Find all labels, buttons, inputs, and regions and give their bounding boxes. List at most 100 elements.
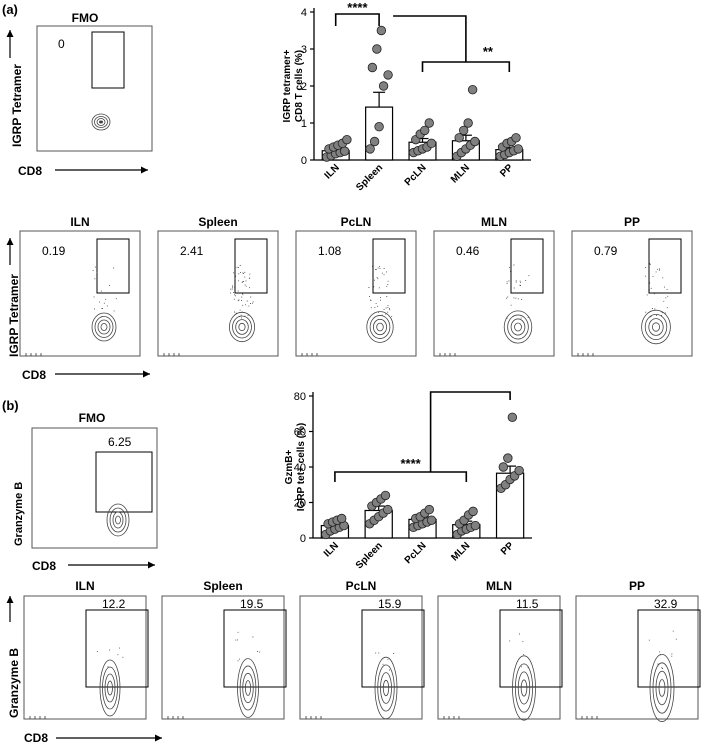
flow-b-panel-gate-value: 19.5 — [240, 597, 264, 611]
panel-label-a: (a) — [2, 2, 18, 17]
chart-a-sig-bracket — [421, 61, 511, 72]
chart-b-y-tick-label: 20 — [294, 498, 306, 510]
chart-a-sig-label: ** — [483, 44, 494, 59]
flow-b-fmo-frame — [31, 427, 158, 549]
flow-a-panel-events — [506, 264, 530, 319]
chart-a-data-point — [383, 70, 393, 80]
flow-a-panel-events — [92, 266, 117, 317]
flow-b-panel-gate — [499, 609, 563, 688]
flow-b-panel-contour — [237, 658, 259, 718]
flow-b-panel-gate-value: 12.2 — [102, 597, 126, 611]
flow-a-panel-gate-value: 0.46 — [456, 244, 480, 258]
chart-a-data-point — [367, 62, 378, 73]
flow-a-panel-gate-value: 0.19 — [42, 244, 66, 258]
chart-a-y-tick-label: 0 — [301, 155, 307, 167]
chart-b-category-label: ILN — [322, 540, 341, 559]
flow-b-panel-gate — [361, 609, 425, 688]
chart-b-data-point — [498, 462, 509, 472]
flow-a-panel-events — [645, 263, 669, 318]
flow-b-panel-ticks — [443, 716, 460, 719]
flow-a-fmo-frame — [36, 25, 153, 152]
flow-b-row-ylabel: Granzyme B — [7, 648, 21, 718]
chart-a-data-point — [376, 25, 387, 36]
chart-b-data-point — [383, 504, 393, 515]
chart-b-sig-bracket — [334, 471, 468, 482]
chart-b-y-label-line: IGRP tet+ cells (%) — [296, 423, 307, 511]
flow-a-panel-gate — [234, 238, 268, 294]
flow-b-fmo-gate — [95, 451, 153, 513]
flow-b-panel: ILN 12.2 — [23, 579, 149, 720]
chart-b-data-point — [426, 515, 437, 525]
chart-a-category-label: MLN — [449, 162, 472, 185]
chart-a-y-label-line: IGRP tetramer+ — [282, 49, 293, 122]
flow-b-panel-ticks — [305, 716, 322, 719]
chart-b-y-label-line: GzmB+ — [284, 449, 295, 484]
chart-a-sig-bracket — [393, 15, 467, 62]
flow-b-panel-frame — [23, 595, 147, 720]
flow-a-panel-title: MLN — [481, 215, 507, 229]
flow-b-panel: Spleen 19.5 — [161, 579, 287, 720]
chart-b-data-point — [336, 513, 347, 524]
chart-b-data-point — [503, 453, 513, 463]
flow-a-fmo: FMO 0 IGRP Tetramer CD8 — [6, 11, 153, 178]
chart-a-data-point — [424, 118, 434, 128]
flow-b-panel-frame — [437, 595, 561, 720]
flow-a-panel-gate — [648, 238, 682, 294]
flow-b-panel-title: ILN — [75, 579, 94, 593]
flow-a-panel-contour — [503, 310, 533, 344]
flow-b-panel-gate-value: 15.9 — [378, 597, 402, 611]
flow-b-panel-events — [375, 652, 395, 671]
flow-a-fmo-ylabel: IGRP Tetramer — [10, 64, 24, 147]
flow-a-panel-events — [230, 265, 254, 319]
flow-a-panel-gate-value: 1.08 — [318, 244, 342, 258]
flow-a-panel-gate-value: 0.79 — [594, 244, 618, 258]
flow-b-panel-ticks — [581, 716, 598, 719]
flow-a-panel-gate — [96, 238, 130, 294]
flow-a-panel: PP 0.79 — [571, 215, 693, 357]
flow-b-panel-contour — [512, 655, 536, 721]
flow-b-panel-frame — [161, 595, 285, 720]
chart-a-y-tick-label: 3 — [301, 44, 307, 56]
chart-a-data-point — [463, 118, 473, 128]
chart-b-y-label: GzmB+IGRP tet+ cells (%) — [284, 423, 307, 511]
flow-b-panel-title: PP — [629, 579, 645, 593]
chart-a-data-point — [458, 125, 469, 136]
chart-a-sig-label: **** — [347, 0, 368, 15]
flow-b-panel-contour — [649, 654, 675, 723]
flow-a-panel-gate — [510, 238, 544, 294]
flow-b-panel-events — [509, 633, 529, 669]
flow-b-fmo-xlabel: CD8 — [32, 559, 56, 573]
flow-b-fmo-title: FMO — [79, 411, 106, 425]
chart-a-data-point — [369, 136, 380, 147]
chart-a-category-label: PP — [498, 162, 515, 179]
flow-b-panel-frame — [299, 595, 423, 720]
chart-a-y-label: IGRP tetramer+CD8 T cells (%) — [282, 49, 305, 122]
chart-a-data-point — [365, 144, 375, 154]
chart-a-data-point — [342, 134, 352, 145]
flow-a-panel-ticks — [577, 353, 594, 356]
flow-b-panel-title: Spleen — [203, 579, 242, 593]
chart-a-data-point — [339, 146, 350, 156]
flow-a-panel-frame — [157, 230, 279, 357]
flow-b-row-xlabel: CD8 — [24, 731, 48, 745]
chart-b-data-point — [468, 506, 478, 517]
flow-b-panel-contour — [99, 659, 121, 717]
chart-b-category-label: Spleen — [354, 540, 385, 571]
chart-a-category-label: Spleen — [354, 162, 385, 193]
flow-b-panel-frame — [575, 595, 699, 720]
chart-a-data-point — [511, 133, 521, 143]
flow-b-panel-gate — [637, 609, 701, 688]
chart-b-data-point — [470, 520, 481, 531]
flow-a-panel-ticks — [439, 353, 456, 356]
chart-b-sig-label: **** — [400, 456, 421, 471]
flow-a-panel-title: PP — [624, 215, 640, 229]
flow-a-panel-gate — [372, 238, 406, 294]
flow-a-panel-title: ILN — [70, 215, 89, 229]
flow-a-panel-gate-value: 2.41 — [180, 244, 204, 258]
flow-b-fmo: FMO 6.25 Granzyme B CD8 — [13, 411, 158, 573]
